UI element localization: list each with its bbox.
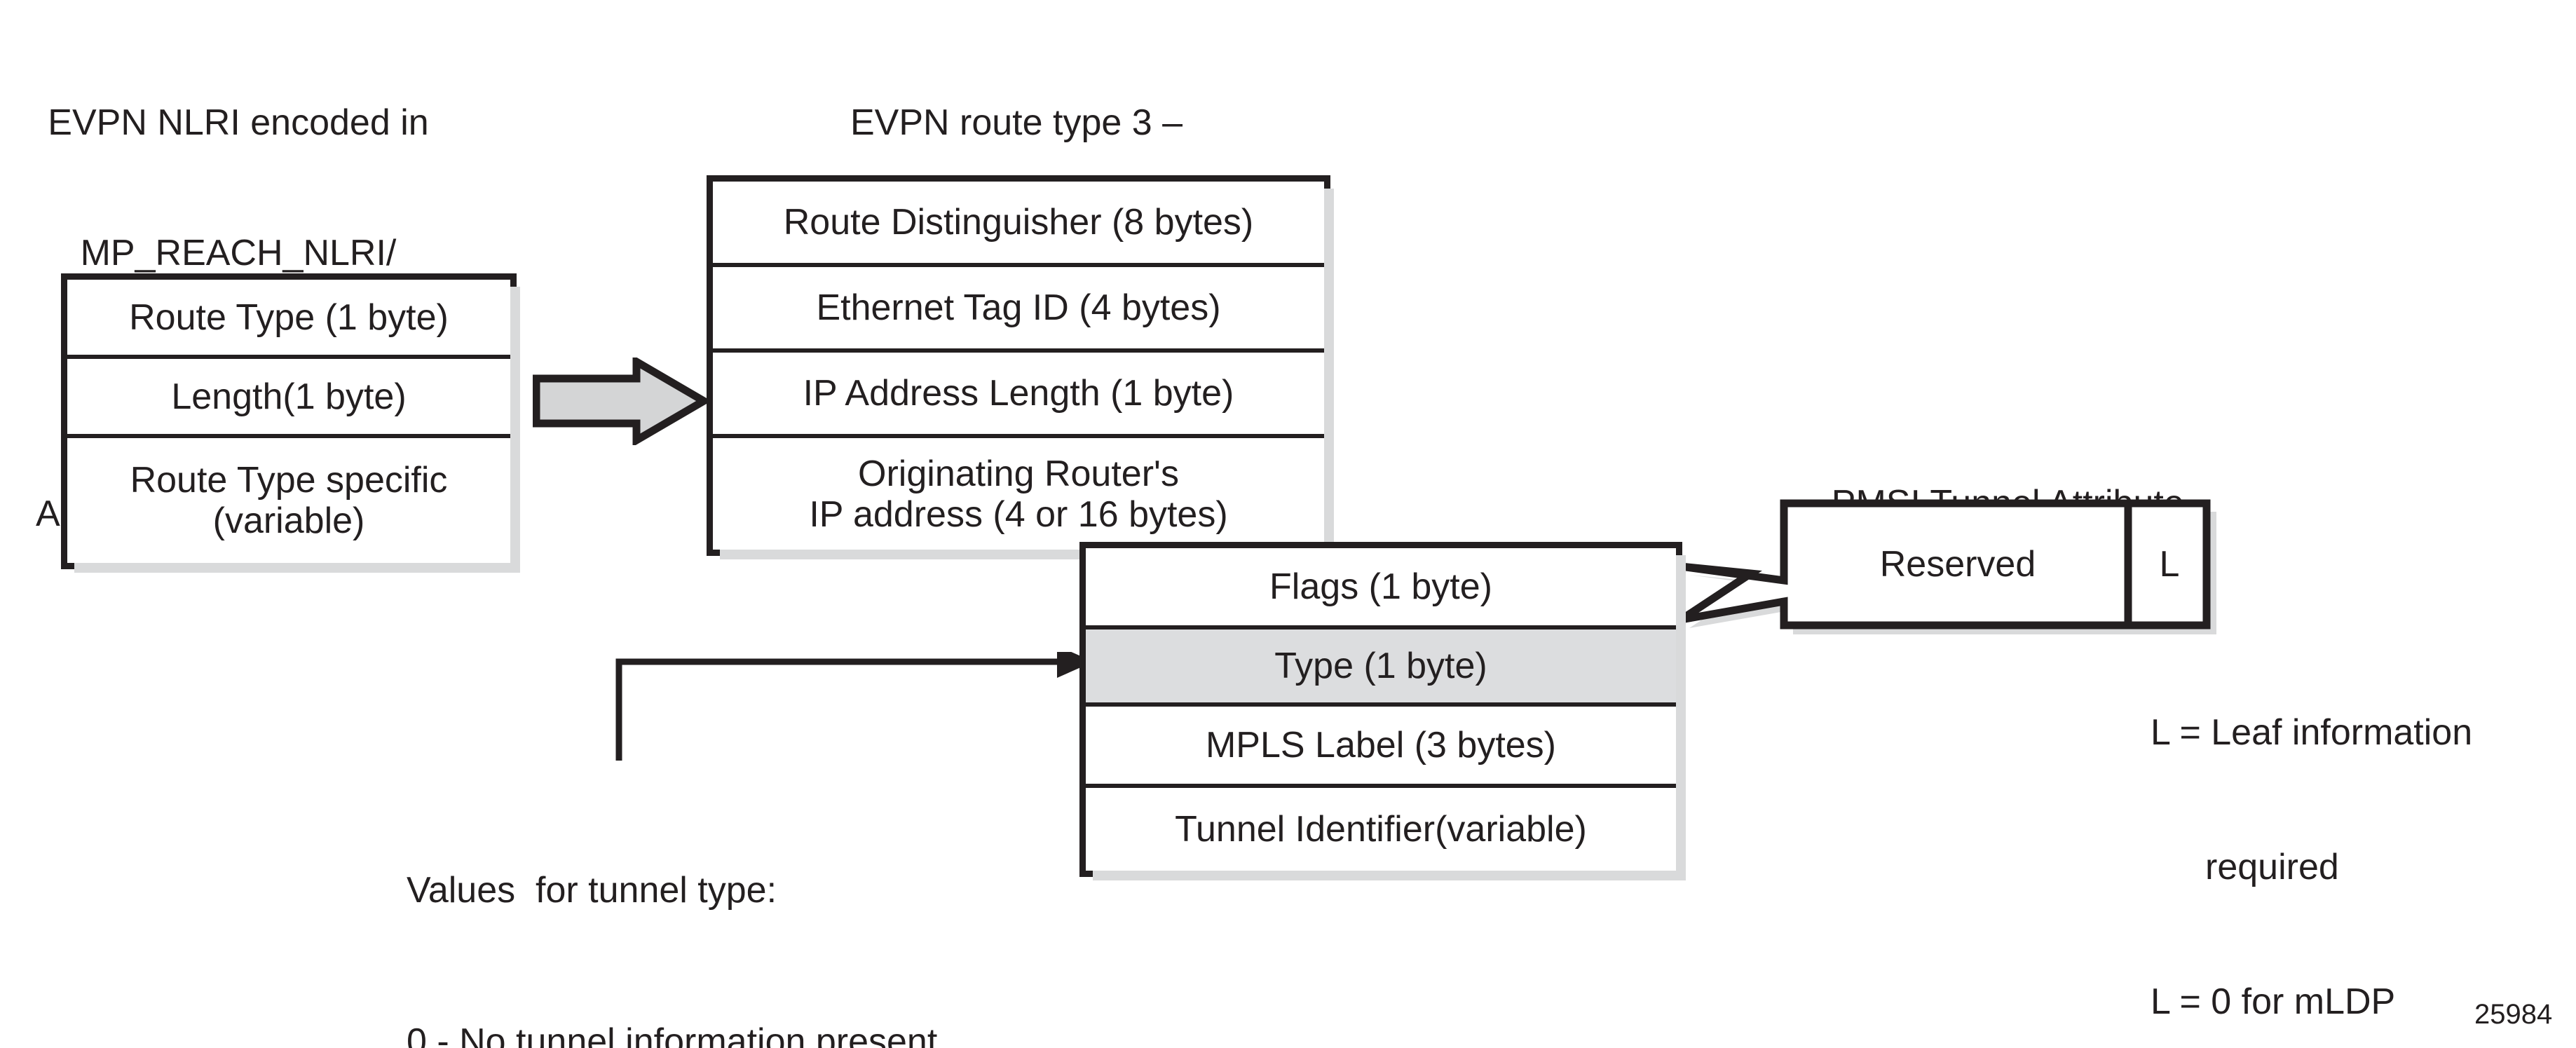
- route-type3-heading-line-1: EVPN route type 3 –: [850, 102, 1183, 143]
- nlri-row-route-type-label: Route Type (1 byte): [129, 297, 449, 338]
- nlri-row-length: Length(1 byte): [67, 359, 510, 438]
- block-arrow-right-icon: [532, 355, 711, 447]
- leaf-legend: L = Leaf information required L = 0 for …: [2151, 620, 2576, 1048]
- pmsi-row-flags-label: Flags (1 byte): [1269, 566, 1492, 607]
- tunnel-type-values-title: Values for tunnel type:: [407, 870, 777, 911]
- elbow-arrow-right-icon: [610, 646, 1100, 764]
- pmsi-row-type-label: Type (1 byte): [1274, 646, 1487, 686]
- leaf-legend-line-1: L = Leaf information: [2151, 712, 2473, 753]
- tunnel-type-value-0: 0 - No tunnel information present: [407, 1021, 938, 1048]
- pmsi-callout-l-cell: L: [2132, 503, 2207, 625]
- pmsi-row-tunnel-identifier-label: Tunnel Identifier(variable): [1175, 809, 1587, 850]
- pmsi-row-mpls-label-label: MPLS Label (3 bytes): [1205, 725, 1557, 765]
- rt3-row-ethernet-tag-id: Ethernet Tag ID (4 bytes): [713, 267, 1324, 353]
- rt3-row-ethernet-tag-id-label: Ethernet Tag ID (4 bytes): [816, 287, 1221, 328]
- pmsi-fields-box: Flags (1 byte) Type (1 byte) MPLS Label …: [1079, 542, 1686, 880]
- route-type3-box: Route Distinguisher (8 bytes) Ethernet T…: [707, 175, 1334, 559]
- pmsi-callout-box: Reserved L: [1675, 491, 2229, 645]
- leaf-legend-line-2: required: [2205, 847, 2339, 887]
- leaf-legend-line-3: L = 0 for mLDP: [2151, 981, 2396, 1022]
- rt3-row-route-distinguisher-label: Route Distinguisher (8 bytes): [783, 202, 1254, 243]
- pmsi-row-mpls-label: MPLS Label (3 bytes): [1086, 707, 1676, 788]
- nlri-row-length-label: Length(1 byte): [171, 376, 407, 417]
- pmsi-row-flags: Flags (1 byte): [1086, 548, 1676, 630]
- rt3-row-originating-router-ip: Originating Router's IP address (4 or 16…: [713, 438, 1324, 550]
- pmsi-callout-l-label: L: [2159, 544, 2180, 585]
- rt3-row-ip-address-length-label: IP Address Length (1 byte): [803, 373, 1234, 414]
- nlri-box: Route Type (1 byte) Length(1 byte) Route…: [61, 273, 520, 573]
- nlri-row-route-type: Route Type (1 byte): [67, 280, 510, 359]
- rt3-row-route-distinguisher: Route Distinguisher (8 bytes): [713, 182, 1324, 267]
- figure-number: 25984: [2474, 999, 2552, 1030]
- tunnel-type-values: Values for tunnel type: 0 - No tunnel in…: [407, 764, 1178, 1048]
- nlri-heading-line-1: EVPN NLRI encoded in: [48, 102, 429, 143]
- rt3-row-ip-address-length: IP Address Length (1 byte): [713, 353, 1324, 438]
- pmsi-callout-reserved-label: Reserved: [1879, 544, 2036, 585]
- nlri-row-route-type-specific: Route Type specific (variable): [67, 438, 510, 563]
- nlri-heading-line-2: MP_REACH_NLRI/: [80, 233, 397, 273]
- rt3-row-originating-router-ip-label: Originating Router's IP address (4 or 16…: [809, 453, 1228, 535]
- pmsi-callout-reserved-cell: Reserved: [1787, 503, 2128, 625]
- pmsi-row-tunnel-identifier: Tunnel Identifier(variable): [1086, 788, 1676, 871]
- pmsi-row-type: Type (1 byte): [1086, 630, 1676, 707]
- figure-number-label: 25984: [2474, 999, 2553, 1030]
- nlri-row-route-type-specific-label: Route Type specific (variable): [130, 460, 448, 541]
